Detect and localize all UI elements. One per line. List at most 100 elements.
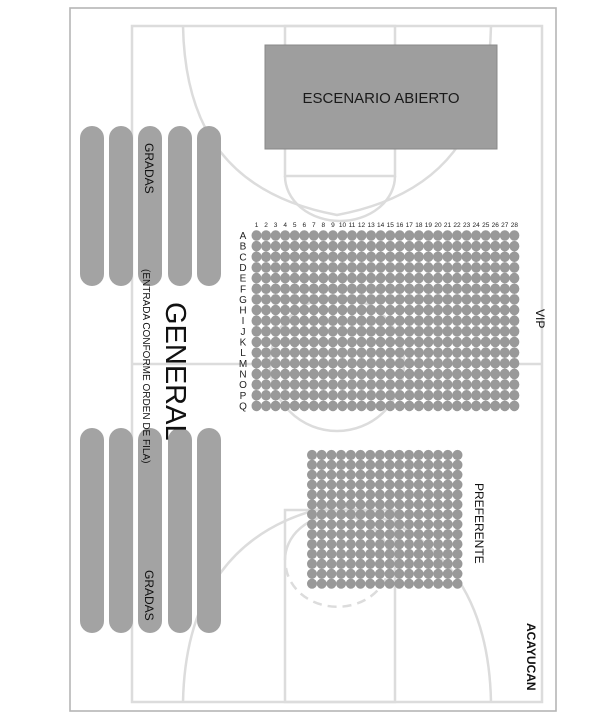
preferente-seat[interactable] [384, 519, 395, 530]
vip-seat[interactable] [270, 304, 281, 316]
preferente-seat[interactable] [423, 489, 434, 500]
vip-seat[interactable] [327, 262, 338, 273]
vip-seat[interactable] [280, 326, 291, 337]
vip-seat[interactable] [337, 294, 348, 305]
vip-seat[interactable] [480, 240, 491, 252]
preferente-seat[interactable] [433, 489, 444, 500]
preferente-seat[interactable] [452, 529, 463, 540]
preferente-seat[interactable] [413, 459, 424, 470]
preferente-seat[interactable] [365, 558, 376, 570]
vip-seat[interactable] [499, 304, 510, 316]
preferente-seat[interactable] [307, 578, 317, 589]
preferente-seat[interactable] [355, 469, 366, 480]
vip-seat[interactable] [366, 272, 377, 284]
vip-seat[interactable] [356, 283, 367, 295]
preferente-seat[interactable] [307, 529, 317, 540]
vip-seat[interactable] [347, 389, 357, 401]
vip-seat[interactable] [461, 336, 472, 348]
vip-seat[interactable] [404, 262, 415, 273]
vip-seat[interactable] [413, 240, 424, 252]
preferente-seat[interactable] [345, 449, 356, 461]
vip-seat[interactable] [404, 358, 415, 369]
vip-seat[interactable] [318, 262, 329, 273]
vip-seat[interactable] [308, 240, 319, 252]
vip-seat[interactable] [261, 251, 272, 263]
vip-seat[interactable] [366, 368, 377, 380]
vip-seat[interactable] [251, 400, 262, 412]
vip-seat[interactable] [270, 358, 281, 369]
preferente-seat[interactable] [316, 519, 327, 530]
vip-seat[interactable] [452, 400, 463, 412]
vip-seat[interactable] [347, 379, 357, 390]
preferente-seat[interactable] [442, 558, 453, 570]
vip-seat[interactable] [394, 304, 405, 316]
vip-seat[interactable] [337, 368, 348, 380]
vip-seat[interactable] [509, 315, 520, 327]
vip-seat[interactable] [442, 283, 453, 295]
vip-seat[interactable] [308, 304, 319, 316]
vip-seat[interactable] [251, 230, 262, 241]
vip-seat[interactable] [385, 283, 396, 295]
preferente-seat[interactable] [355, 499, 366, 510]
preferente-seat[interactable] [365, 529, 376, 540]
vip-seat[interactable] [432, 283, 443, 295]
vip-seat[interactable] [413, 389, 424, 401]
vip-seat[interactable] [432, 347, 443, 358]
vip-seat[interactable] [413, 272, 424, 284]
preferente-seat[interactable] [345, 459, 356, 470]
vip-seat[interactable] [423, 336, 434, 348]
vip-seat[interactable] [289, 304, 300, 316]
vip-seat[interactable] [251, 240, 262, 252]
preferente-seat[interactable] [365, 469, 376, 480]
preferente-seat[interactable] [374, 568, 385, 579]
vip-seat[interactable] [480, 347, 491, 358]
vip-seat[interactable] [461, 326, 472, 337]
preferente-seat[interactable] [384, 539, 395, 550]
vip-seat[interactable] [347, 326, 357, 337]
vip-seat[interactable] [337, 262, 348, 273]
vip-seat[interactable] [280, 240, 291, 252]
vip-seat[interactable] [327, 400, 338, 412]
vip-seat[interactable] [375, 240, 386, 252]
preferente-seat[interactable] [433, 479, 444, 490]
vip-seat[interactable] [442, 240, 453, 252]
vip-seat[interactable] [480, 400, 491, 412]
vip-seat[interactable] [480, 358, 491, 369]
vip-seat[interactable] [299, 389, 310, 401]
vip-seat[interactable] [413, 347, 424, 358]
vip-seat[interactable] [318, 251, 329, 263]
bleachers-top[interactable] [80, 126, 221, 286]
vip-seat[interactable] [471, 347, 482, 358]
preferente-seat[interactable] [326, 509, 337, 520]
preferente-seat[interactable] [336, 519, 347, 530]
bleachers-bottom[interactable] [80, 428, 221, 633]
vip-seat[interactable] [499, 358, 510, 369]
preferente-seat[interactable] [452, 578, 463, 589]
vip-seat[interactable] [289, 379, 300, 390]
vip-seat[interactable] [432, 379, 443, 390]
preferente-seat[interactable] [442, 529, 453, 540]
preferente-seat[interactable] [433, 529, 444, 540]
vip-seat[interactable] [490, 358, 501, 369]
vip-seat[interactable] [423, 272, 434, 284]
preferente-seat[interactable] [326, 578, 337, 589]
vip-seat[interactable] [490, 251, 501, 263]
vip-seat[interactable] [404, 294, 415, 305]
vip-seat[interactable] [461, 251, 472, 263]
vip-seat[interactable] [375, 251, 386, 263]
vip-seat[interactable] [308, 358, 319, 369]
preferente-seat[interactable] [394, 489, 405, 500]
vip-seat[interactable] [499, 389, 510, 401]
vip-seat[interactable] [452, 294, 463, 305]
vip-seat[interactable] [299, 400, 310, 412]
preferente-seat[interactable] [307, 449, 317, 461]
vip-seat[interactable] [261, 272, 272, 284]
vip-seat[interactable] [480, 336, 491, 348]
preferente-seat[interactable] [326, 519, 337, 530]
vip-seat[interactable] [413, 304, 424, 316]
preferente-seat[interactable] [326, 449, 337, 461]
vip-seat[interactable] [480, 272, 491, 284]
vip-seat[interactable] [261, 304, 272, 316]
preferente-seats[interactable] [307, 449, 463, 589]
vip-seat[interactable] [366, 326, 377, 337]
